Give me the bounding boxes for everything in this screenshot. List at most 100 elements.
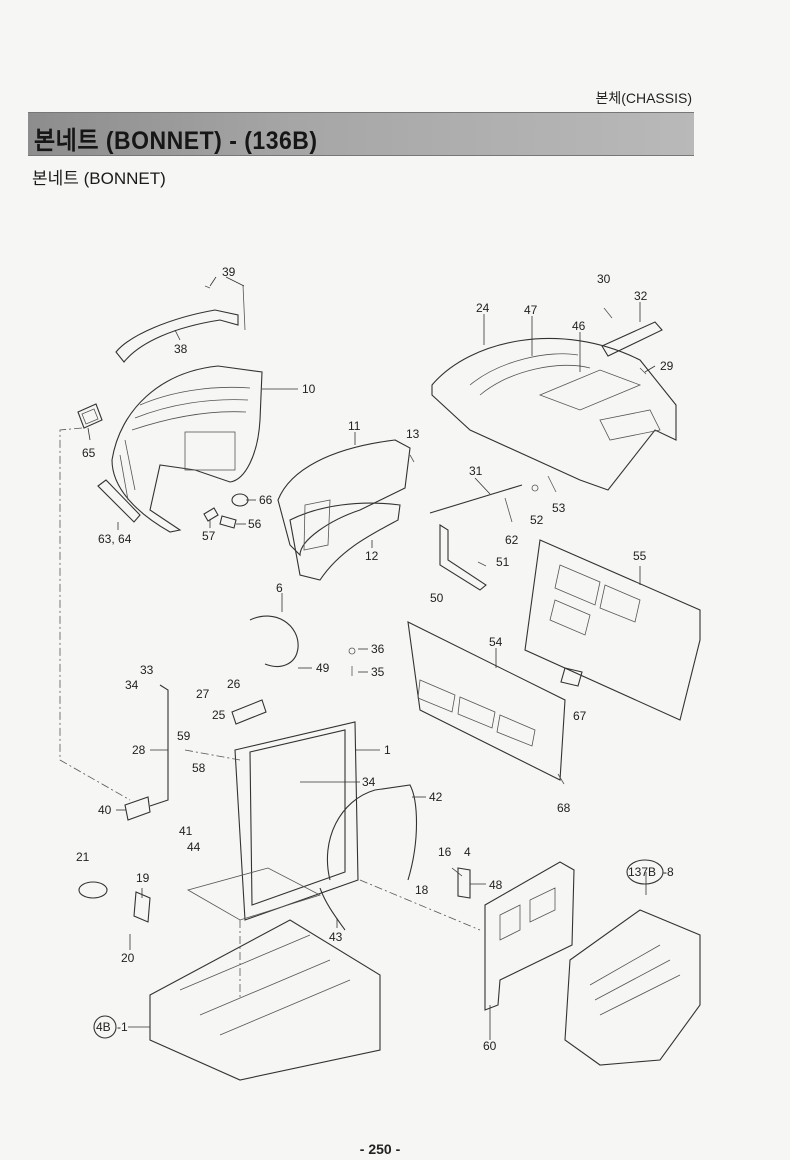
leader-31 bbox=[474, 477, 491, 495]
assembly-line-right bbox=[359, 879, 481, 931]
callout-21: 21 bbox=[76, 850, 90, 864]
callout-4b: 4B bbox=[96, 1020, 111, 1034]
callout-26: 26 bbox=[227, 677, 241, 691]
callout-41: 41 bbox=[179, 824, 193, 838]
callout-6: 6 bbox=[276, 581, 283, 595]
part-54-front-panel bbox=[407, 621, 566, 781]
callout-20: 20 bbox=[121, 951, 135, 965]
part-6-band bbox=[249, 615, 299, 667]
leader-29 bbox=[644, 365, 656, 373]
part-65-badge bbox=[77, 403, 103, 429]
part-67-clip bbox=[560, 667, 583, 687]
callout-13: 13 bbox=[406, 427, 420, 441]
callout-53: 53 bbox=[552, 501, 566, 515]
callout-36: 36 bbox=[371, 642, 385, 656]
assembly-line-left bbox=[59, 427, 131, 801]
part-29-screw bbox=[639, 367, 647, 375]
callout-4: 4 bbox=[464, 845, 471, 859]
callout-56: 56 bbox=[248, 517, 262, 531]
part-42-hose bbox=[326, 784, 418, 881]
callout-46: 46 bbox=[572, 319, 586, 333]
callout-137b-suffix: -8 bbox=[663, 865, 674, 879]
callout-4b-suffix: -1 bbox=[117, 1020, 128, 1034]
callout-31: 31 bbox=[469, 464, 483, 478]
callout-38: 38 bbox=[174, 342, 188, 356]
page-number: - 250 - bbox=[359, 1141, 401, 1157]
callout-18: 18 bbox=[415, 883, 429, 897]
part-40-bracket bbox=[124, 796, 151, 821]
part-4b-1-chassis-frame bbox=[149, 919, 381, 1081]
callout-10: 10 bbox=[302, 382, 316, 396]
part-56-pin bbox=[219, 515, 237, 529]
leader-4-48 bbox=[451, 867, 486, 885]
callout-40: 40 bbox=[98, 803, 112, 817]
leader-38 bbox=[174, 329, 181, 341]
part-28-rod bbox=[149, 684, 169, 807]
part-10-front-grille bbox=[111, 365, 263, 533]
part-68-clip bbox=[557, 773, 565, 785]
callout-58: 58 bbox=[192, 761, 206, 775]
callout-65: 65 bbox=[82, 446, 96, 460]
callout-44: 44 bbox=[187, 840, 201, 854]
callout-49: 49 bbox=[316, 661, 330, 675]
callout-50: 50 bbox=[430, 591, 444, 605]
callout-16: 16 bbox=[438, 845, 452, 859]
callout-54: 54 bbox=[489, 635, 503, 649]
callout-35: 35 bbox=[371, 665, 385, 679]
title-banner: 본네트 (BONNET) - (136B) bbox=[28, 112, 694, 156]
part-43-hose bbox=[319, 887, 346, 931]
callout-28: 28 bbox=[132, 743, 146, 757]
part-31-stay-rod bbox=[429, 484, 523, 514]
callout-55: 55 bbox=[633, 549, 647, 563]
page-subtitle: 본네트 (BONNET) bbox=[32, 169, 166, 188]
callout-52: 52 bbox=[530, 513, 544, 527]
section-label: 본체(CHASSIS) bbox=[595, 90, 692, 106]
callout-42: 42 bbox=[429, 790, 443, 804]
ref-circle-137b bbox=[626, 859, 664, 885]
part-24-bonnet-top bbox=[431, 337, 677, 491]
callout-11: 11 bbox=[348, 419, 361, 433]
part-30-screw bbox=[603, 307, 613, 319]
part-11-12-side-panel bbox=[277, 439, 411, 581]
callout-60: 60 bbox=[483, 1039, 497, 1053]
part-55-rear-panel bbox=[524, 539, 701, 721]
page-title: 본네트 (BONNET) - (136B) bbox=[34, 126, 318, 155]
part-52-washer bbox=[531, 484, 539, 492]
callout-12: 12 bbox=[365, 549, 379, 563]
callout-47: 47 bbox=[524, 303, 538, 317]
callout-39: 39 bbox=[222, 265, 236, 279]
callout-19: 19 bbox=[136, 871, 150, 885]
callout-59: 59 bbox=[177, 729, 191, 743]
part-13-bolt bbox=[409, 454, 415, 463]
callout-29: 29 bbox=[660, 359, 674, 373]
callout-43: 43 bbox=[329, 930, 343, 944]
part-19-plate bbox=[133, 891, 151, 923]
callout-48: 48 bbox=[489, 878, 503, 892]
callout-27: 27 bbox=[196, 687, 210, 701]
part-1-frame bbox=[186, 721, 359, 921]
callout-25: 25 bbox=[212, 708, 226, 722]
callout-63-64: 63, 64 bbox=[98, 532, 132, 546]
callout-24: 24 bbox=[476, 301, 490, 315]
callout-1: 1 bbox=[384, 743, 391, 757]
part-38-bracket-rod bbox=[115, 284, 246, 363]
callout-62: 62 bbox=[505, 533, 519, 547]
callout-57: 57 bbox=[202, 529, 216, 543]
part-25-latch bbox=[231, 699, 267, 725]
callout-68: 68 bbox=[557, 801, 571, 815]
part-51-bolt bbox=[477, 561, 487, 567]
callout-33: 33 bbox=[140, 663, 154, 677]
part-32-handle bbox=[601, 321, 663, 357]
leader-39 bbox=[209, 276, 245, 287]
assembly-line-latch bbox=[184, 749, 241, 761]
part-62-bolt bbox=[504, 497, 513, 523]
callout-137b: 137B bbox=[628, 865, 656, 879]
ref-circle-4b bbox=[93, 1015, 117, 1039]
part-50-bracket bbox=[439, 524, 487, 591]
callout-66: 66 bbox=[259, 493, 273, 507]
part-53-pin bbox=[547, 475, 557, 493]
leader-65 bbox=[87, 427, 91, 441]
part-137b-8-subassembly bbox=[564, 909, 701, 1066]
callout-30: 30 bbox=[597, 272, 611, 286]
